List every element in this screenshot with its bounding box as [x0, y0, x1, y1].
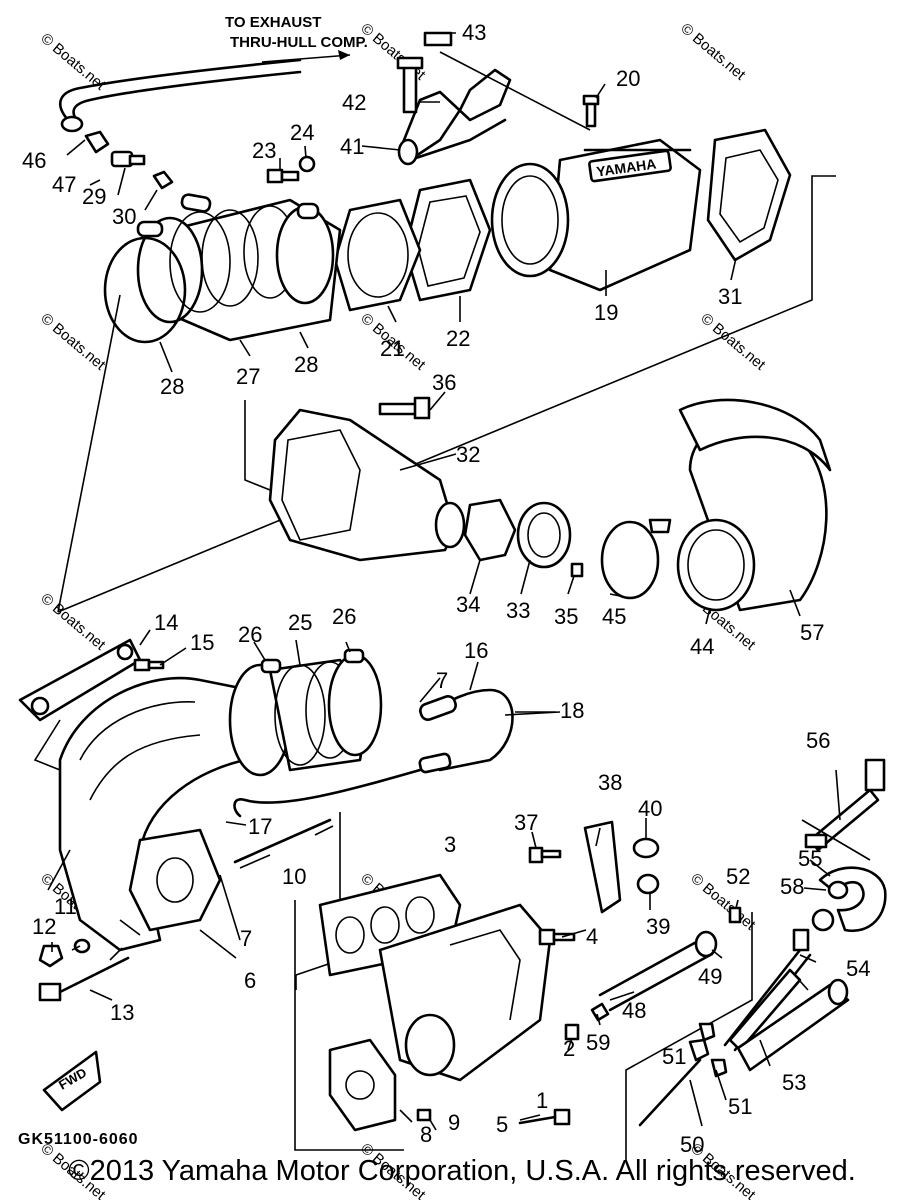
part-number: 10 [282, 864, 306, 889]
callout-line-1: TO EXHAUST [225, 14, 321, 31]
part-number: 9 [448, 1110, 460, 1135]
watermark: © Boats.net [37, 310, 109, 374]
bracket-41-group [266, 31, 600, 184]
part-number: 52 [726, 864, 750, 889]
callout-line-2: THRU-HULL COMP. [230, 34, 368, 51]
part-number: 53 [782, 1070, 806, 1095]
part-number: 4 [586, 924, 598, 949]
part-number: 58 [780, 874, 804, 899]
leader-lines [51, 32, 841, 1131]
part-number: 7 [240, 926, 252, 951]
bracket-38-group [528, 820, 660, 914]
part-number: 31 [718, 284, 742, 309]
part-number: 49 [698, 964, 722, 989]
part-number: 41 [340, 134, 364, 159]
manifold-1 [294, 873, 580, 1151]
part-numbers: 1 2 3 4 5 6 7 7 8 9 10 11 12 13 14 15 16… [22, 20, 870, 1157]
part-number: 11 [54, 894, 77, 919]
part-number: 28 [294, 352, 318, 377]
part-number: 45 [602, 604, 626, 629]
part-number: 29 [82, 184, 106, 209]
part-number: 22 [446, 326, 470, 351]
part-number: 56 [806, 728, 830, 753]
part-number: 35 [554, 604, 578, 629]
part-number: 21 [380, 336, 404, 361]
part-number: 38 [598, 770, 622, 795]
part-number: 51 [662, 1044, 686, 1069]
part-number: 33 [506, 598, 530, 623]
part-number: 17 [248, 814, 272, 839]
part-number: 13 [110, 1000, 134, 1025]
part-number: 54 [846, 956, 870, 981]
fwd-arrow: FWD [42, 1050, 102, 1112]
hose-16-18 [233, 688, 561, 818]
part-number: 15 [190, 630, 214, 655]
part-number: 28 [160, 374, 184, 399]
part-number: 36 [432, 370, 456, 395]
fittings-bottom-right [638, 758, 887, 1127]
part-number: 19 [594, 300, 618, 325]
part-number: 43 [462, 20, 486, 45]
part-number: 55 [798, 846, 822, 871]
watermark: © Boats.net [677, 20, 749, 84]
part-number: 1 [536, 1088, 548, 1113]
gaskets-21-22 [333, 178, 492, 312]
fittings-top-left [84, 130, 174, 190]
watermark: © Boats.net [357, 20, 429, 84]
part-number: 51 [728, 1094, 752, 1119]
part-number: 26 [238, 622, 262, 647]
exhaust-chamber-32 [244, 396, 466, 562]
part-number: 32 [456, 442, 480, 467]
part-number: 23 [252, 138, 276, 163]
hose-46 [58, 58, 302, 133]
part-number: 46 [22, 148, 46, 173]
callout-arrow [261, 54, 351, 63]
part-number: 59 [586, 1030, 610, 1055]
part-number: 39 [646, 914, 670, 939]
part-number: 44 [690, 634, 714, 659]
part-number: 30 [112, 204, 136, 229]
part-number: 7 [436, 668, 448, 693]
part-number: 42 [342, 90, 366, 115]
gasket-31 [706, 128, 792, 262]
part-number: 50 [680, 1132, 704, 1157]
diagram-code: GK51100-6060 [18, 1131, 139, 1148]
joint-25 [133, 648, 383, 777]
part-number: 37 [514, 810, 538, 835]
copyright-footer: ©2013 Yamaha Motor Corporation, U.S.A. A… [68, 1155, 856, 1187]
assembly-guides-top [57, 175, 836, 613]
part-number: 48 [622, 998, 646, 1023]
part-number: 14 [154, 610, 178, 635]
part-number: 2 [563, 1036, 575, 1061]
part-number: 26 [332, 604, 356, 629]
bolt-13 [38, 919, 141, 1002]
watermark: © Boats.net [37, 590, 109, 654]
part-number: 6 [244, 968, 256, 993]
part-number: 25 [288, 610, 312, 635]
part-number: 5 [496, 1112, 508, 1137]
pipes-48-49 [590, 906, 753, 1160]
muffler-19: YAMAHA [490, 138, 702, 292]
joint-pipe-27 [103, 193, 342, 344]
part-number: 24 [290, 120, 314, 145]
part-number: 27 [236, 364, 260, 389]
hose-57-group [600, 398, 832, 612]
part-number: 12 [32, 914, 56, 939]
exhaust-pipe-6 [18, 638, 252, 952]
part-number: 8 [420, 1122, 432, 1147]
part-number: 40 [638, 796, 662, 821]
part-number: 3 [444, 832, 456, 857]
part-number: 57 [800, 620, 824, 645]
part-number: 34 [456, 592, 480, 617]
thru-hull-callout: TO EXHAUST THRU-HULL COMP. [225, 14, 368, 63]
part-number: 47 [52, 172, 76, 197]
part-number: 20 [616, 66, 640, 91]
watermark: © Boats.net [697, 310, 769, 374]
part-number: 16 [464, 638, 488, 663]
part-number: 18 [560, 698, 584, 723]
gaskets-33-34 [463, 498, 584, 578]
callout-arrowhead [338, 50, 350, 60]
